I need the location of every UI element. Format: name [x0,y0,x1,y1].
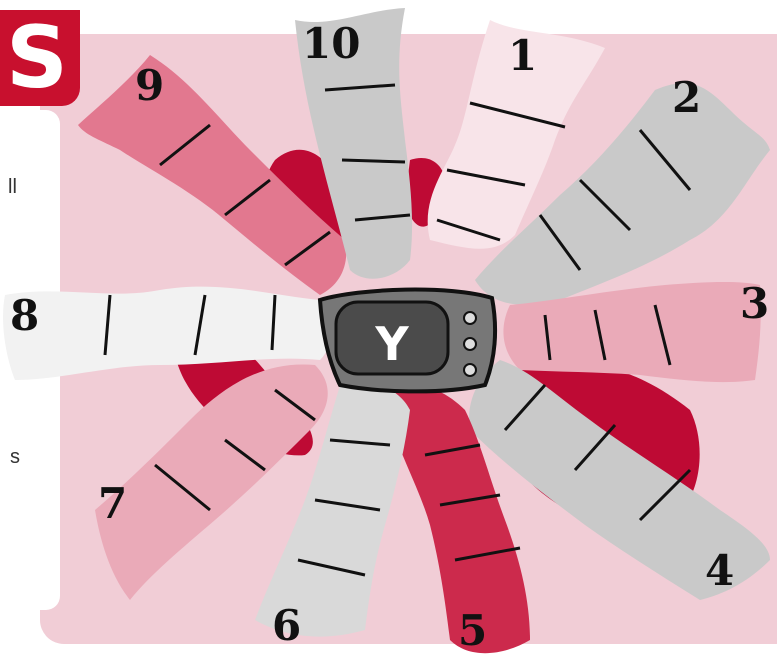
path-label-4: 4 [705,546,734,595]
path-label-10: 10 [302,19,360,68]
path-label-3: 3 [740,279,769,328]
center-logo-letter: Y [374,317,409,371]
path-label-2: 2 [672,73,701,122]
center-tv-icon[interactable]: Y [320,290,495,392]
path-label-5: 5 [458,606,487,655]
path-label-6: 6 [272,601,301,650]
arm-8[interactable]: 8 [3,287,331,380]
path-label-9: 9 [135,61,164,110]
path-label-8: 8 [10,291,39,340]
path-label-7: 7 [98,479,127,528]
path-label-1: 1 [508,31,537,80]
